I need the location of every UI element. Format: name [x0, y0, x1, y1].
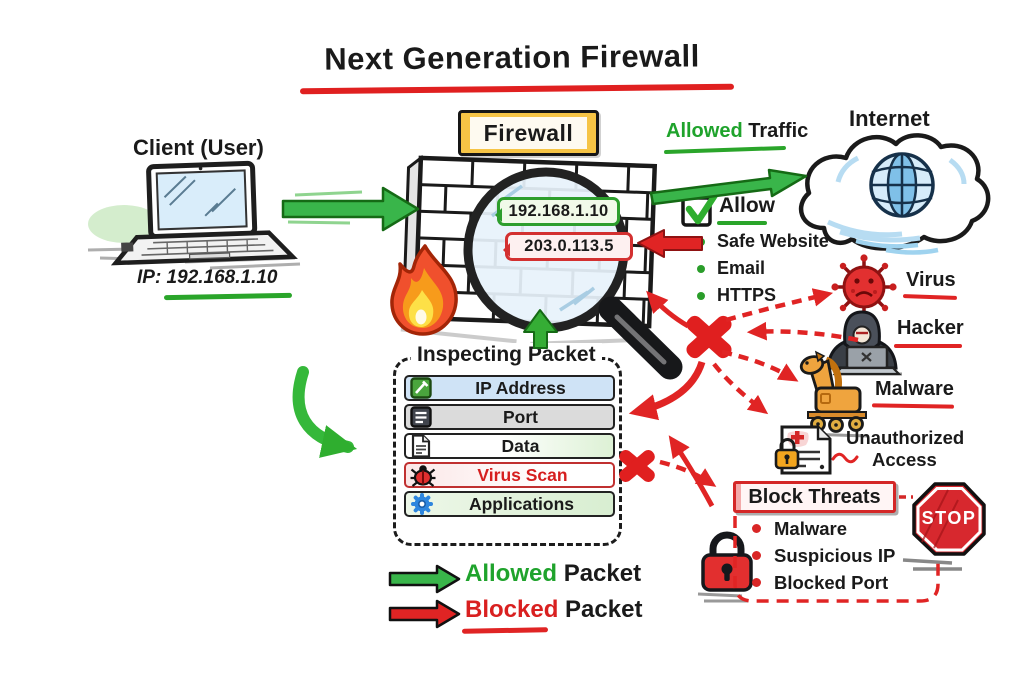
unauthorized-access-label: Unauthorized Access	[846, 427, 964, 471]
block-threats-list: Malware Suspicious IP Blocked Port	[752, 515, 895, 596]
packet-row-label: Virus Scan	[477, 464, 568, 485]
inspecting-packet-rows: IP Address Port Data Virus Scan Applicat…	[404, 375, 615, 520]
checkbox-check-icon	[681, 188, 721, 227]
blocked-x-mark-2	[619, 449, 655, 483]
hacker-label: Hacker	[897, 317, 964, 339]
data-file-icon	[411, 434, 431, 458]
packet-row-applications: Applications	[404, 491, 615, 517]
dashed-arrow-to-unauthorized	[712, 362, 769, 415]
allow-list-item: Safe Website	[697, 228, 829, 255]
client-qualifier: (User)	[200, 135, 264, 160]
packet-row-virus-scan: Virus Scan	[404, 462, 615, 488]
blocked-x-mark	[686, 315, 732, 359]
blocked-arrow-x-to-firewall	[646, 290, 690, 329]
allowed-ip-tag: 192.168.1.10	[495, 197, 620, 226]
allowed-arrow-to-inspecting-box	[292, 366, 358, 458]
blocked-ip-tag: 203.0.113.5	[503, 232, 633, 261]
cloud-globe-icon	[798, 133, 991, 255]
client-ip-underline	[163, 292, 293, 300]
legend-allowed-word2: Packet	[563, 560, 642, 587]
packet-row-ip-address: IP Address	[404, 375, 615, 401]
dashed-arrow-x2-to-block-threats	[659, 459, 717, 487]
locked-document-icon	[774, 425, 832, 475]
packet-row-label: IP Address	[475, 377, 566, 398]
legend-blocked-underline	[461, 627, 549, 634]
packet-row-label: Data	[501, 435, 540, 456]
blocked-arrow-to-firewall-tag	[637, 229, 703, 258]
virus-underline	[902, 294, 958, 300]
legend-allowed-word1: Allowed	[465, 560, 558, 587]
allowed-traffic-label: Allowed Traffic	[666, 120, 808, 143]
virus-icon	[831, 254, 897, 320]
packet-row-port: Port	[404, 404, 615, 430]
block-threats-title: Block Threats	[748, 485, 881, 508]
client-label: Client (User)	[133, 135, 264, 161]
laptop-icon	[87, 160, 301, 270]
legend-blocked: Blocked Packet	[465, 596, 642, 624]
firewall-sign-label: Firewall	[470, 117, 587, 149]
malware-label: Malware	[875, 378, 954, 400]
block-threats-box: Block Threats	[733, 481, 896, 513]
legend-blocked-word1: Blocked	[465, 596, 559, 623]
stop-sign-label: STOP	[921, 508, 977, 528]
allow-underline	[717, 221, 767, 225]
allow-list-item: Email	[697, 255, 829, 282]
legend-allowed: Allowed Packet	[465, 560, 641, 588]
packet-row-label: Port	[503, 406, 538, 427]
packet-row-data: Data	[404, 433, 615, 459]
hacker-underline	[894, 344, 962, 348]
blocked-packet-arrow-icon	[388, 599, 461, 629]
virus-bug-icon	[410, 465, 436, 487]
allow-title: Allow	[719, 194, 775, 217]
legend-blocked-word2: Packet	[565, 596, 643, 623]
allowed-arrow-client-to-firewall	[281, 186, 420, 232]
client-name: Client	[133, 135, 195, 160]
virus-label: Virus	[906, 269, 956, 291]
allowed-traffic-word2: Traffic	[748, 120, 809, 142]
malware-underline	[871, 403, 955, 409]
allow-list-item: HTTPS	[697, 282, 829, 309]
port-list-icon	[410, 406, 432, 428]
block-threats-item: Malware	[752, 515, 895, 542]
page-title: Next Generation Firewall	[324, 38, 700, 77]
allowed-traffic-word1: Allowed	[666, 120, 743, 142]
ip-address-icon	[410, 377, 432, 399]
block-threats-item: Blocked Port	[752, 569, 895, 596]
trojan-horse-icon	[799, 350, 869, 438]
dashed-arrow-to-malware	[721, 349, 799, 382]
allowed-packet-arrow-icon	[388, 564, 461, 594]
client-ip-label: IP: 192.168.1.10	[137, 267, 278, 288]
dashed-arrow-hacker-to-x	[746, 321, 859, 343]
blocked-arrow-x-to-inspecting	[628, 360, 706, 421]
applications-gear-icon	[411, 493, 433, 515]
unauthorized-line2: Access	[872, 449, 937, 470]
blocked-arrow-block-to-center	[668, 435, 715, 508]
internet-label: Internet	[849, 106, 930, 131]
unauthorized-line1: Unauthorized	[846, 427, 965, 448]
allowed-traffic-underline	[663, 145, 787, 155]
firewall-sign: Firewall	[458, 110, 599, 156]
packet-row-label: Applications	[468, 493, 574, 514]
allow-list: Safe Website Email HTTPS	[697, 228, 829, 309]
inspecting-packet-title: Inspecting Packet	[411, 343, 602, 367]
padlock-icon	[697, 531, 753, 603]
hacker-icon	[826, 310, 902, 376]
flame-icon	[390, 244, 458, 336]
title-underline	[299, 83, 735, 95]
block-threats-item: Suspicious IP	[752, 542, 895, 569]
